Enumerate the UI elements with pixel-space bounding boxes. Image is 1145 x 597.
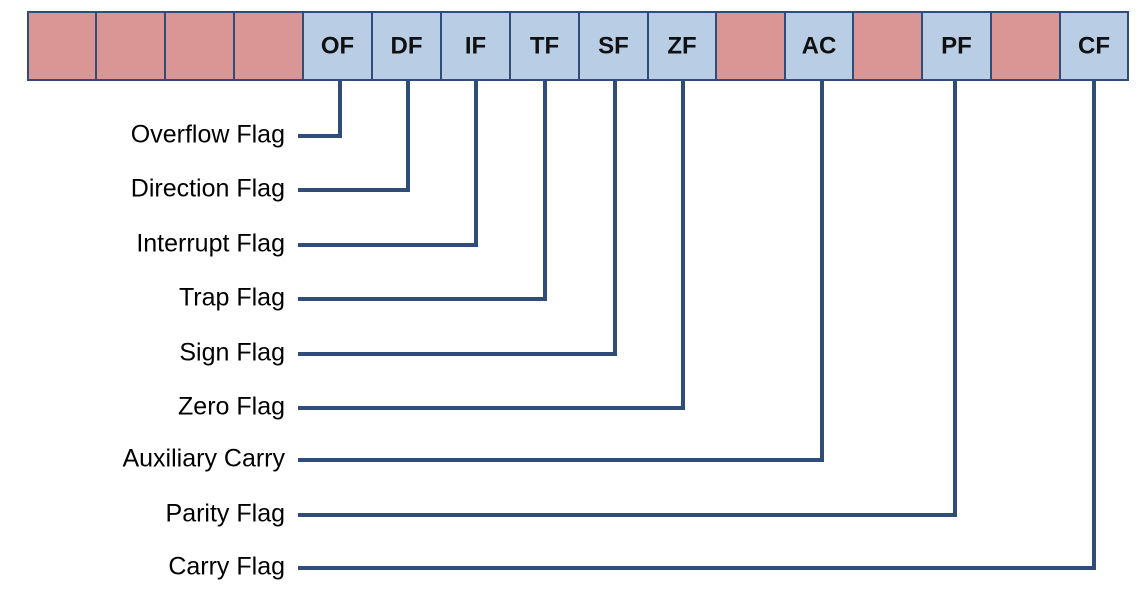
flag-label-overflow-flag: Overflow Flag (131, 121, 285, 149)
cell-label-ac: AC (802, 32, 837, 59)
flag-label-auxiliary-carry: Auxiliary Carry (122, 445, 285, 473)
flag-label-carry-flag: Carry Flag (168, 553, 285, 581)
connector-auxiliary-carry (298, 80, 824, 462)
flag-label-direction-flag: Direction Flag (131, 175, 285, 203)
connector-carry-flag (298, 80, 1096, 570)
cell-label-pf: PF (941, 32, 972, 59)
reserved-bit-cell (233, 11, 304, 81)
flag-bit-cell (921, 11, 992, 81)
reserved-bit-cell (27, 11, 97, 81)
flag-label-sign-flag: Sign Flag (179, 339, 285, 367)
connector-overflow-flag (298, 80, 342, 138)
cell-label-cf: CF (1078, 32, 1110, 59)
flag-connectors (298, 80, 1096, 570)
register-cells: OF DF IF TF SF ZF AC PF CF (27, 11, 1129, 81)
reserved-bit-cell (164, 11, 235, 81)
flag-label-interrupt-flag: Interrupt Flag (136, 230, 285, 258)
reserved-bit-cell (95, 11, 166, 81)
cell-label-tf: TF (530, 32, 559, 59)
reserved-bit-cell (852, 11, 923, 81)
connector-direction-flag (298, 80, 410, 192)
cell-label-sf: SF (598, 32, 629, 59)
connector-sign-flag (298, 80, 617, 356)
cell-label-if: IF (465, 32, 486, 59)
reserved-bit-cell (715, 11, 786, 81)
flag-label-trap-flag: Trap Flag (179, 284, 285, 312)
connector-parity-flag (298, 80, 957, 517)
flag-bit-cell (371, 11, 442, 81)
reserved-bit-cell (990, 11, 1061, 81)
cell-label-zf: ZF (667, 32, 696, 59)
flag-bit-cell (784, 11, 854, 81)
flag-bit-cell (302, 11, 373, 81)
cell-label-of: OF (321, 32, 354, 59)
connector-zero-flag (298, 80, 685, 410)
cell-label-df: DF (391, 32, 423, 59)
connector-trap-flag (298, 80, 547, 301)
flag-bit-cell (647, 11, 717, 81)
flag-label-parity-flag: Parity Flag (166, 500, 285, 528)
connector-interrupt-flag (298, 80, 478, 247)
flag-label-zero-flag: Zero Flag (178, 393, 285, 421)
